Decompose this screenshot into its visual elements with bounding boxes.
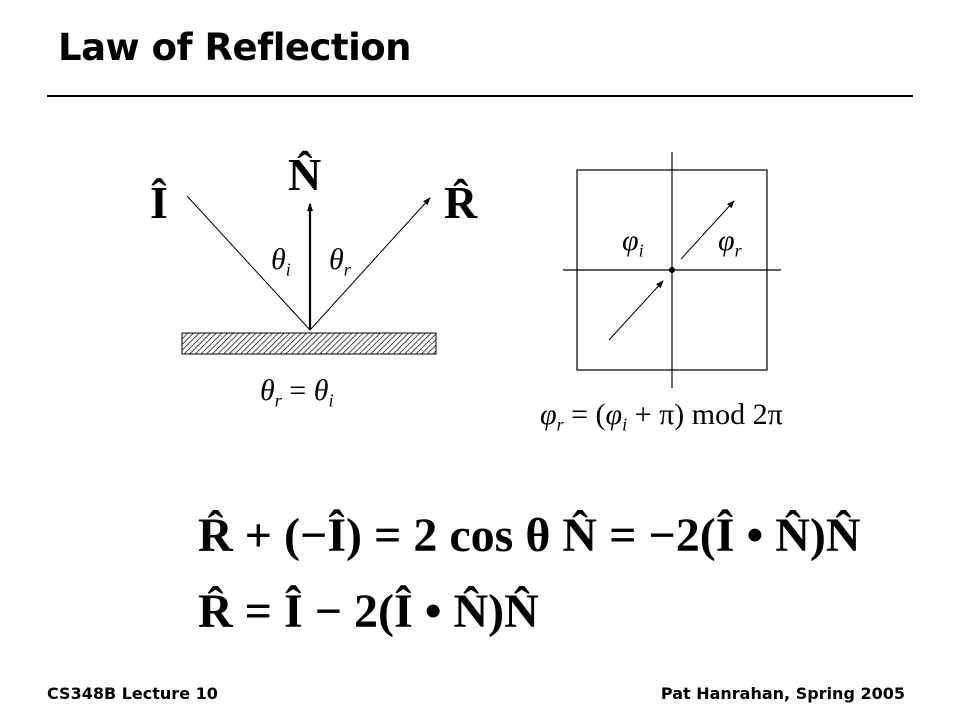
reflected-ray <box>309 197 431 331</box>
subscript-r: r <box>274 390 282 411</box>
origin-dot <box>669 267 675 273</box>
subscript-i: i <box>285 259 291 280</box>
theta-r-label: θr <box>329 243 351 280</box>
incident-vector-label: Î <box>150 177 168 228</box>
footer-author: Pat Hanrahan, Spring 2005 <box>660 684 905 703</box>
subscript-r: r <box>343 259 351 280</box>
slide-title: Law of Reflection <box>58 26 412 69</box>
phi-i-label: φi <box>622 224 644 261</box>
reflected-azimuth-arrow <box>680 200 735 260</box>
footer-lecture: CS348B Lecture 10 <box>47 684 218 703</box>
incident-azimuth-arrow <box>608 280 664 341</box>
title-divider <box>47 95 913 97</box>
phi-symbol: φ <box>718 224 735 257</box>
phi-symbol: φ <box>605 398 623 431</box>
subscript-r: r <box>556 414 564 435</box>
normal-vector-label: N̂ <box>288 149 322 200</box>
reflection-formula-equation: R̂ = Î − 2(Î • N̂)N̂ <box>198 585 539 638</box>
phi-r-label: φr <box>718 224 742 261</box>
theta-i-label: θi <box>271 243 291 280</box>
phi-symbol: φ <box>540 398 557 431</box>
subscript-r: r <box>734 240 742 261</box>
azimuth-equation: φr = (φi + π) mod 2π <box>540 398 783 435</box>
subscript-i: i <box>638 240 644 261</box>
theta-symbol: θ <box>313 374 329 407</box>
theta-symbol: θ <box>271 243 286 276</box>
phi-symbol: φ <box>622 224 639 257</box>
theta-symbol: θ <box>260 374 275 407</box>
reflection-derivation-equation: R̂ + (−Î) = 2 cos θ N̂ = −2(Î • N̂)N̂ <box>198 509 861 562</box>
subscript-i: i <box>328 390 334 411</box>
subscript-i: i <box>622 414 628 435</box>
incident-ray <box>186 195 311 331</box>
theta-symbol: θ <box>329 243 344 276</box>
equation-text: + π) mod 2π <box>627 398 783 431</box>
reflecting-surface <box>181 332 437 355</box>
equals-sign: = <box>289 374 307 407</box>
angle-equality-equation: θr = θi <box>260 374 333 411</box>
reflected-vector-label: R̂ <box>444 177 478 228</box>
equation-text: = ( <box>563 398 606 431</box>
